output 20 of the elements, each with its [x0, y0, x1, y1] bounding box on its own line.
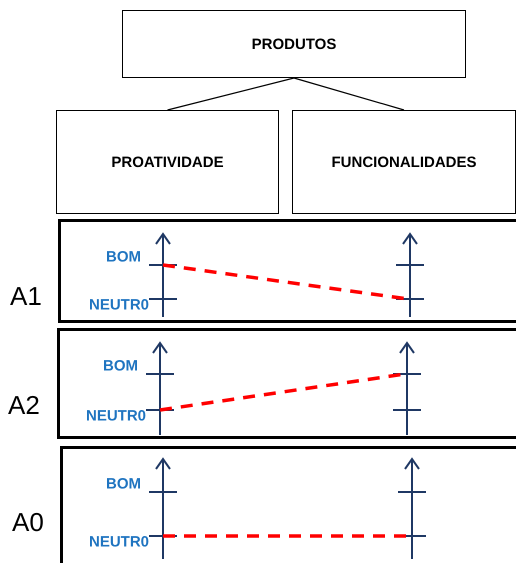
connector-line: [167, 77, 294, 111]
axis-label: BOM: [106, 476, 141, 492]
scenario-panel: [60, 446, 516, 563]
scenario-panel: [58, 219, 516, 323]
category-box: [292, 110, 516, 214]
axis-label: NEUTR0: [86, 408, 146, 424]
category-box: [122, 10, 466, 78]
scenario-panel: [57, 328, 516, 439]
axis-label: NEUTR0: [88, 298, 149, 312]
scenario-label: A0: [12, 509, 44, 535]
axis-label: BOM: [106, 250, 141, 264]
box-title: FUNCIONALIDADES: [332, 154, 476, 170]
connector-line: [294, 77, 404, 111]
category-box: [56, 110, 279, 214]
box-title: PROATIVIDADE: [111, 154, 224, 170]
scenario-label: A2: [8, 392, 40, 418]
box-title: PRODUTOS: [252, 36, 336, 52]
scenario-label: A1: [10, 283, 42, 309]
axis-label: BOM: [103, 358, 138, 374]
axis-label: NEUTR0: [88, 534, 149, 550]
